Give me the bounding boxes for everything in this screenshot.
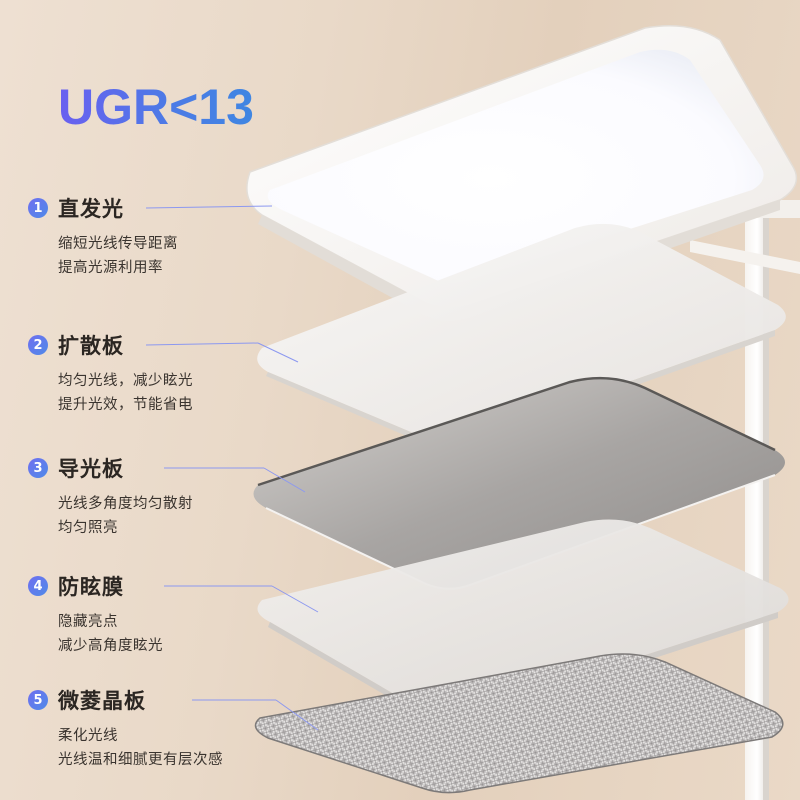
layer-4-callout: 4 防眩膜 隐藏亮点 减少高角度眩光	[28, 572, 268, 658]
layer-number-badge: 3	[28, 458, 48, 478]
layer-desc-line: 提升光效，节能省电	[58, 397, 193, 413]
layer-3-callout: 3 导光板 光线多角度均匀散射 均匀照亮	[28, 454, 268, 540]
layer-number-badge: 5	[28, 690, 48, 710]
ugr-headline: UGR<13	[58, 79, 254, 135]
layer-desc-line: 减少高角度眩光	[58, 638, 163, 654]
layer-desc-line: 均匀照亮	[58, 520, 118, 536]
connector-lines	[145, 205, 319, 731]
layer-1-callout: 1 直发光 缩短光线传导距离 提高光源利用率	[28, 194, 268, 280]
layer-name: 防眩膜	[58, 575, 124, 599]
layer-name: 微菱晶板	[58, 689, 146, 713]
layer-number-badge: 1	[28, 198, 48, 218]
layer-name: 导光板	[58, 457, 124, 481]
layer-desc-line: 光线多角度均匀散射	[58, 496, 193, 512]
layer-desc-line: 提高光源利用率	[58, 260, 163, 276]
light-panel-layer	[246, 25, 798, 321]
layer-5-callout: 5 微菱晶板 柔化光线 光线温和细腻更有层次感	[28, 686, 268, 772]
layer-number-badge: 2	[28, 335, 48, 355]
layer-name: 扩散板	[58, 334, 124, 358]
layer-desc-line: 隐藏亮点	[58, 614, 118, 630]
layer-2-callout: 2 扩散板 均匀光线，减少眩光 提升光效，节能省电	[28, 331, 268, 417]
micro-prism-layer	[254, 653, 784, 794]
layer-number-badge: 4	[28, 576, 48, 596]
layer-name: 直发光	[58, 197, 124, 221]
layer-desc-line: 缩短光线传导距离	[58, 236, 178, 252]
layer-desc-line: 光线温和细腻更有层次感	[58, 752, 223, 768]
layer-desc-line: 柔化光线	[58, 728, 118, 744]
layer-desc-line: 均匀光线，减少眩光	[58, 373, 193, 389]
